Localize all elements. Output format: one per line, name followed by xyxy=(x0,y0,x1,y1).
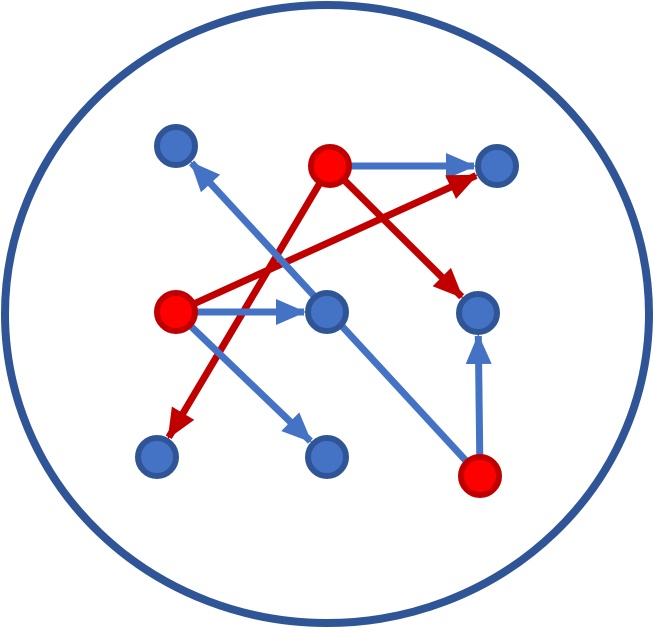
node-red-n2 xyxy=(308,144,352,188)
edge-red-n2-n6 xyxy=(327,163,465,300)
node-blue-n6 xyxy=(456,291,500,335)
node-blue-n8 xyxy=(305,435,349,479)
node-blue-n1 xyxy=(154,124,198,168)
edge-blue-n9-n6 xyxy=(465,333,492,477)
edge-red-n2-n7 xyxy=(165,164,334,440)
nodes-layer xyxy=(135,124,519,498)
edge-red-n4-n3 xyxy=(174,172,478,316)
node-red-n4 xyxy=(154,290,198,334)
edge-blue-n4-n8 xyxy=(173,309,313,444)
node-blue-n5 xyxy=(305,290,349,334)
node-blue-n7 xyxy=(135,435,179,479)
node-red-n9 xyxy=(458,454,502,498)
node-blue-n3 xyxy=(475,144,519,188)
